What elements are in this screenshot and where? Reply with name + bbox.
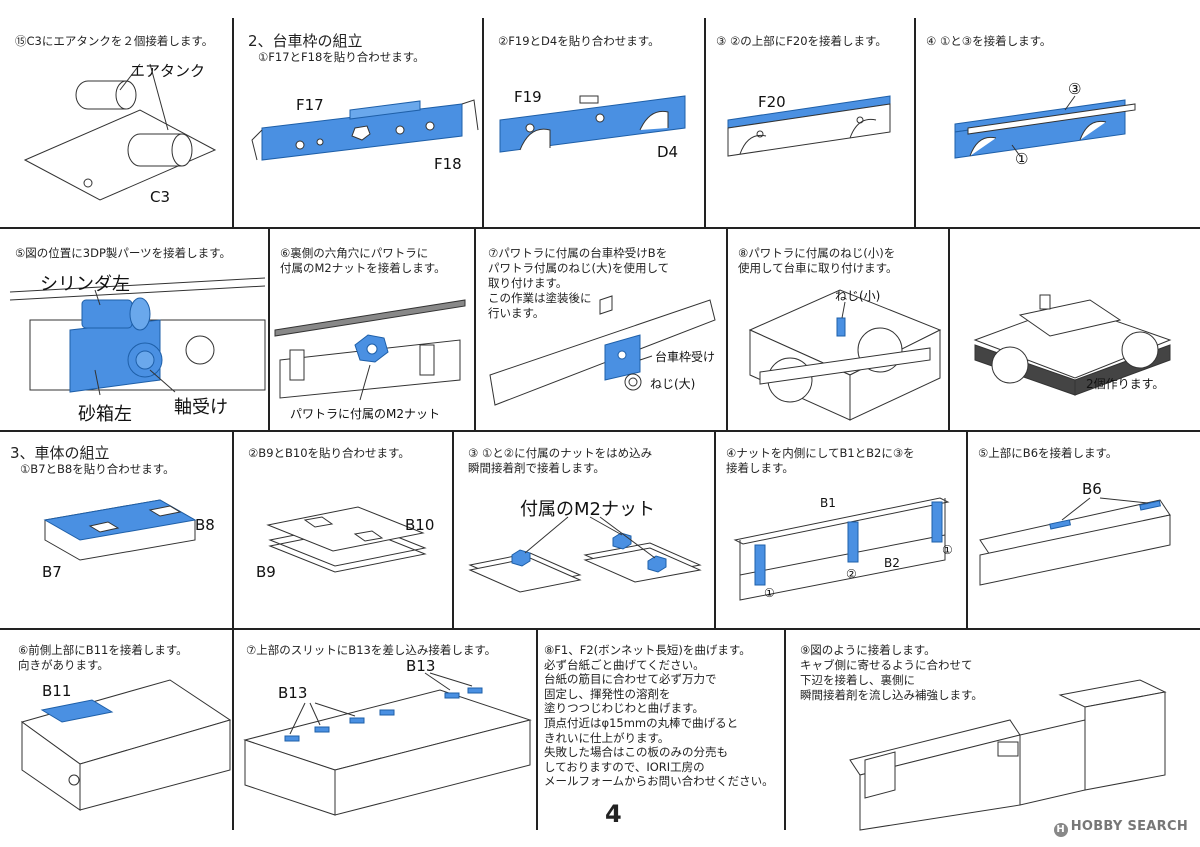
section-title: 2、台車枠の組立 [248,32,363,50]
step-caption: ⑥前側上部にB11を接着します。 向きがあります。 [18,643,188,672]
part-label: ① [764,586,775,600]
step-caption: ①B7とB8を貼り合わせます。 [20,462,175,476]
divider [714,432,716,628]
divider [536,630,538,830]
frame-support-illustration [489,295,716,406]
part-label: エアタンク [130,62,206,80]
part-label: B10 [405,516,435,534]
divider [0,227,1200,229]
divider [726,229,728,430]
divider [0,430,1200,432]
part-label: B13 [406,657,436,675]
plate-b7-b8-illustration [43,499,197,561]
body-complete-illustration [849,679,1167,831]
nuts-plate-illustration [468,516,702,593]
divider [966,432,968,628]
body-b6-illustration [979,497,1171,586]
part-label: B9 [256,563,276,581]
part-label: B13 [278,684,308,702]
part-label: B7 [42,563,62,581]
section-title: 3、車体の組立 [10,444,110,462]
page-number: 4 [605,800,622,828]
part-label: F17 [296,96,324,114]
divider [948,229,950,430]
part-label: パワトラに付属のM2ナット [290,407,440,421]
step-caption: ⑮C3にエアタンクを２個接着します。 [15,34,214,48]
body-b11-illustration [20,679,232,811]
cylinder-sandbox-illustration [9,277,266,396]
part-label: ① [1015,150,1029,168]
part-label: ねじ(大) [650,377,696,391]
divider [232,18,234,227]
step-caption: ②F19とD4を貼り合わせます。 [498,34,660,48]
part-label: B1 [820,496,836,510]
step-caption: ③ ②の上部にF20を接着します。 [716,34,887,48]
part-label: F20 [758,93,786,111]
divider [482,18,484,227]
step-caption: ⑦パワトラに付属の台車枠受けBを パワトラ付属のねじ(大)を使用して 取り付けま… [488,246,670,320]
part-label: シリンダ左 [40,274,130,295]
part-label: 台車枠受け [655,350,716,364]
step-caption: ③ ①と②に付属のナットをはめ込み 瞬間接着剤で接着します。 [468,446,653,475]
step-caption: ⑧パワトラに付属のねじ(小)を 使用して台車に取り付けます。 [738,246,898,275]
divider [268,229,270,430]
step-caption: ⑨図のように接着します。 キャブ側に寄せるように合わせて 下辺を接着し、裏側に … [800,643,983,702]
watermark-text: HOBBY SEARCH [1070,819,1188,834]
part-label: B8 [195,516,215,534]
part-label: 付属のM2ナット [520,499,655,520]
step-caption: ①F17とF18を貼り合わせます。 [258,50,425,64]
divider [474,229,476,430]
step-caption: ④ ①と③を接着します。 [926,34,1052,48]
divider [232,630,234,830]
side-b1-b2-illustration [733,497,950,601]
bogie-screw-illustration [748,289,942,421]
watermark-logo-icon: H [1053,823,1068,837]
air-tank-plate-illustration [23,63,217,201]
part-label: B2 [884,556,900,570]
step-caption: ④ナットを内側にしてB1とB2に③を 接着します。 [726,446,915,475]
step-caption: ⑦上部のスリットにB13を差し込み接着します。 [246,643,497,657]
part-label: D4 [657,143,679,161]
divider [0,628,1200,630]
part-label: F18 [434,155,462,173]
part-label: ねじ(小) [835,289,881,303]
frame-f17-f18-illustration [251,99,479,161]
divider [232,432,234,628]
hex-nut-frame-illustration [274,299,466,401]
part-label: 砂箱左 [78,404,132,425]
frame-assembled-illustration [954,95,1136,159]
step-caption: ⑤上部にB6を接着します。 [978,446,1118,460]
part-label: 2個作ります。 [1086,377,1165,391]
frame-f19-d4-illustration [499,95,686,153]
divider [704,18,706,227]
body-b13-illustration [243,672,532,816]
part-label: B11 [42,682,72,700]
part-label: ③ [1068,80,1082,98]
part-label: B6 [1082,480,1102,498]
part-label: 軸受け [174,397,228,418]
divider [784,630,786,830]
step-caption: ⑤図の位置に3DP製パーツを接着します。 [15,246,232,260]
bogie-complete-illustration [973,294,1172,396]
plate-b9-b10-illustration [266,506,427,573]
step-caption: ⑥裏側の六角穴にパワトラに 付属のM2ナットを接着します。 [280,246,446,275]
divider [452,432,454,628]
part-label: C3 [150,188,171,206]
step-caption: ⑧F1、F2(ボンネット長短)を曲げます。 必ず台紙ごと曲げてください。 台紙の… [544,643,774,789]
frame-f20-illustration [727,95,891,157]
part-label: ① [942,543,953,557]
part-label: ② [846,567,857,581]
step-caption: ②B9とB10を貼り合わせます。 [248,446,410,460]
divider [914,18,916,227]
part-label: F19 [514,88,542,106]
